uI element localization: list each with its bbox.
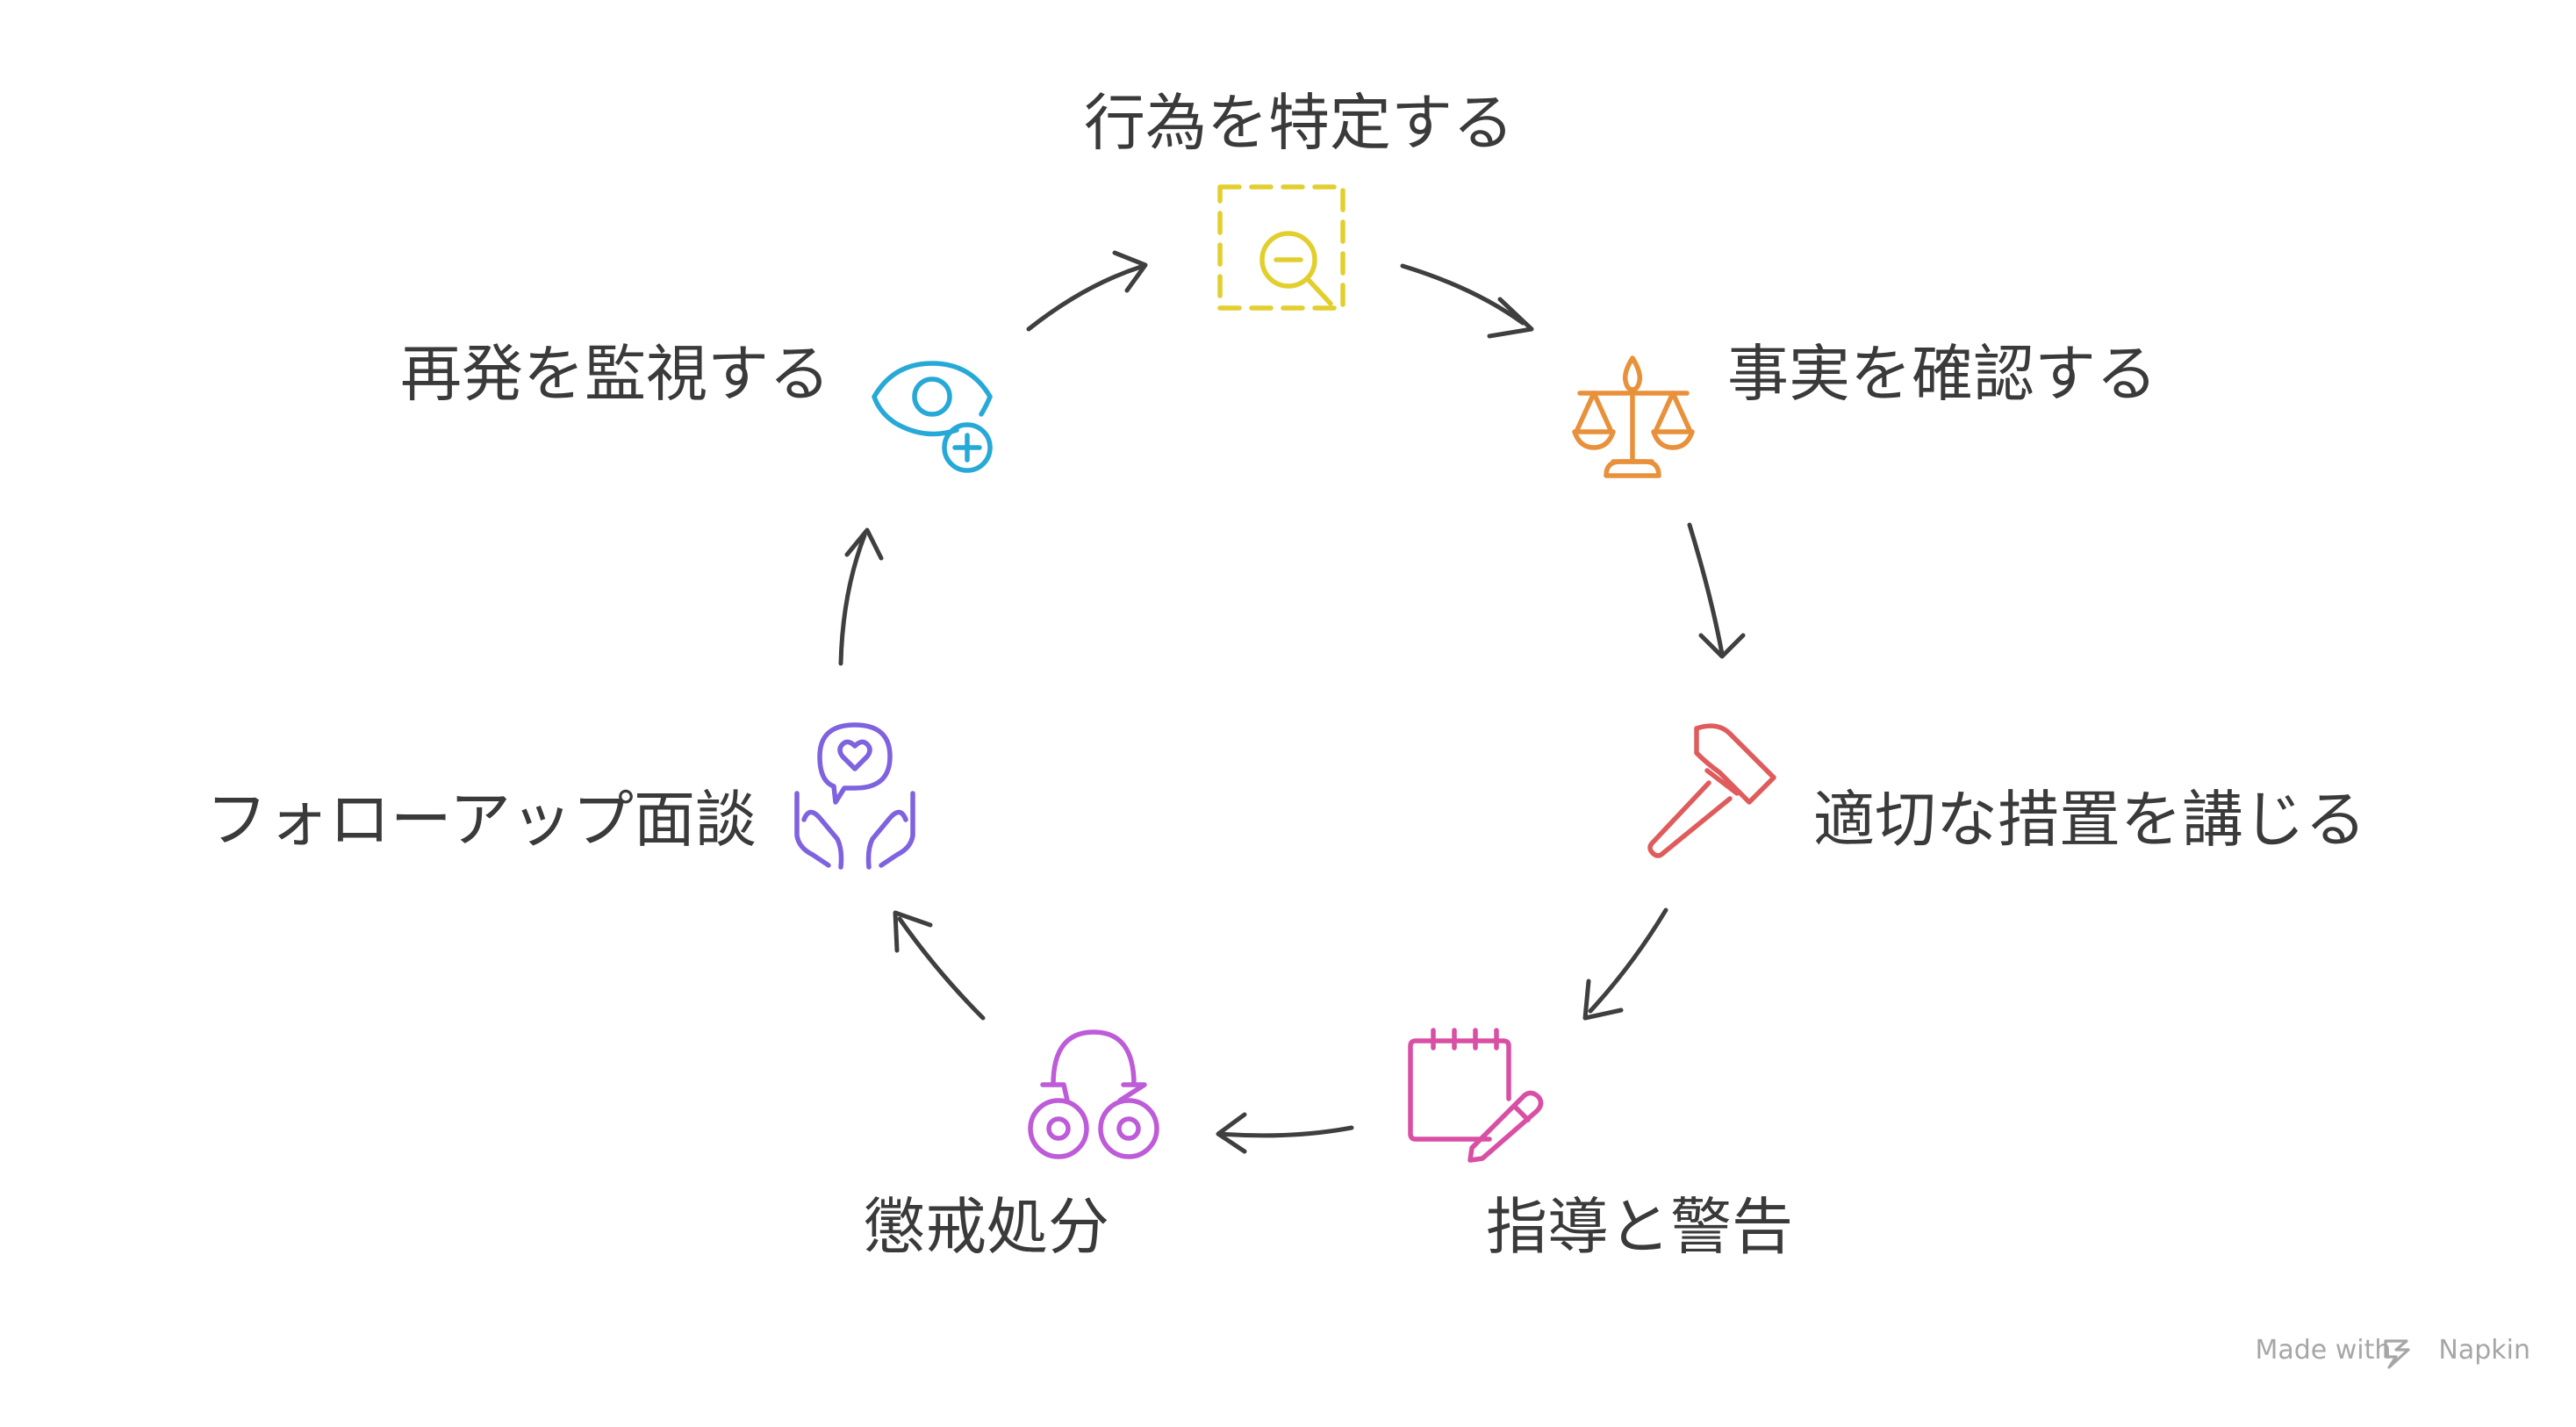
cycle-arrows xyxy=(838,250,1746,1154)
arrow-monitor-to-identify xyxy=(1026,250,1148,332)
arrow-confirm-to-measures xyxy=(1687,522,1746,659)
arrow-identify-to-confirm xyxy=(1400,263,1534,339)
step-label-monitor: 再発を監視する xyxy=(400,338,830,410)
step-label-followup: フォローアップ面談 xyxy=(205,784,757,856)
step-label-discipline: 懲戒処分 xyxy=(864,1191,1109,1263)
handcuffs-icon xyxy=(1028,1029,1159,1159)
arrow-measures-to-guidance xyxy=(1582,907,1668,1021)
napkin-logo-icon xyxy=(2384,1339,2410,1369)
arrow-followup-to-monitor xyxy=(838,527,884,666)
dashed-magnifier-icon xyxy=(1217,184,1345,311)
watermark-brand: Napkin xyxy=(2438,1334,2530,1366)
arrow-discipline-to-followup xyxy=(893,910,986,1021)
eye-plus-icon xyxy=(872,361,993,473)
arrow-guidance-to-discipline xyxy=(1216,1112,1354,1154)
step-label-confirm: 事実を確認する xyxy=(1727,338,2157,410)
watermark-prefix: Made with xyxy=(2255,1334,2392,1366)
notepad-pencil-icon xyxy=(1408,1028,1544,1163)
step-label-measures: 適切な措置を講じる xyxy=(1813,784,2366,856)
hands-heart-icon xyxy=(794,722,915,870)
step-label-guidance: 指導と警告 xyxy=(1486,1191,1793,1263)
made-with-napkin-watermark: Made with Napkin xyxy=(2255,1332,2530,1367)
hammer-icon xyxy=(1647,723,1776,858)
step-label-identify: 行為を特定する xyxy=(1084,87,1514,159)
scales-icon xyxy=(1572,355,1695,478)
